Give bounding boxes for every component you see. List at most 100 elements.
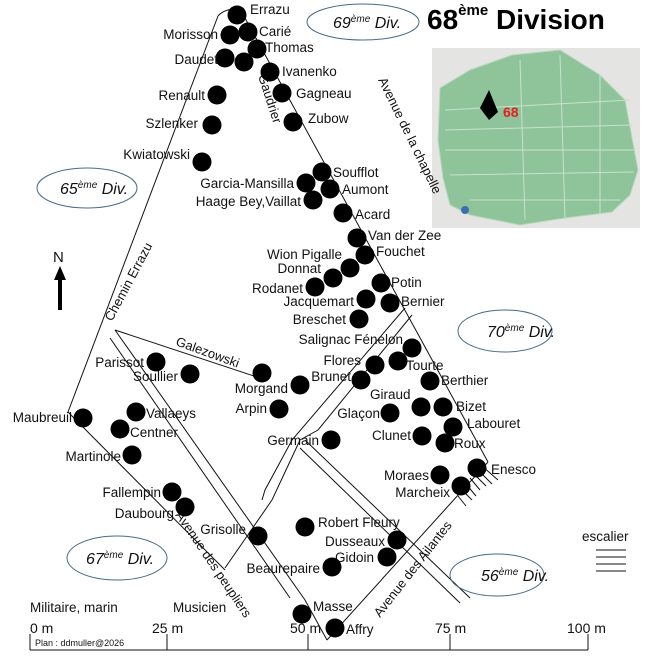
grave-marker-jacquemart[interactable] bbox=[356, 289, 376, 309]
grave-marker-thomas[interactable] bbox=[247, 39, 267, 59]
grave-marker-rodanet[interactable] bbox=[305, 277, 325, 297]
grave-marker-robertfleury[interactable] bbox=[295, 517, 315, 537]
grave-marker-donnat[interactable] bbox=[323, 268, 343, 288]
grave-label-ivanenko: Ivanenko bbox=[282, 64, 337, 79]
grave-label-potin: Potin bbox=[391, 275, 422, 290]
stairs-hatch bbox=[457, 465, 499, 507]
north-arrow-icon: N bbox=[53, 249, 66, 310]
grave-marker-zubow[interactable] bbox=[283, 112, 303, 132]
grave-label-donnat: Donnat bbox=[277, 261, 321, 276]
grave-marker-aumont[interactable] bbox=[320, 179, 340, 199]
avenue-peupliers-line-2 bbox=[109, 337, 291, 599]
grave-label-germain: Germain bbox=[267, 433, 319, 448]
grave-marker-moraes[interactable] bbox=[430, 465, 450, 485]
inset-location-map: 68 bbox=[432, 48, 640, 228]
grave-label-beaurepaire: Beaurepaire bbox=[246, 561, 320, 576]
grave-marker-carie[interactable] bbox=[238, 22, 258, 42]
grave-marker-enesco[interactable] bbox=[467, 458, 487, 478]
grave-marker-morgand[interactable] bbox=[290, 375, 310, 395]
grave-label-dusseaux: Dusseaux bbox=[325, 534, 385, 549]
scale-bar: 0 m 25 m 50 m 75 m 100 m Plan : ddmuller… bbox=[29, 620, 606, 651]
grave-marker-renault[interactable] bbox=[207, 85, 227, 105]
grave-marker-centner[interactable] bbox=[110, 419, 130, 439]
grave-marker-fouchet[interactable] bbox=[355, 245, 375, 265]
grave-label-glacon: Glaçon bbox=[337, 406, 380, 421]
scale-tick-100: 100 m bbox=[567, 620, 606, 636]
grave-marker-martinole[interactable] bbox=[122, 445, 142, 465]
grave-marker-maubreuil[interactable] bbox=[73, 408, 93, 428]
grave-marker-marcheix[interactable] bbox=[451, 476, 471, 496]
stairs-legend-icon bbox=[596, 549, 626, 572]
grave-marker-gidoin[interactable] bbox=[377, 547, 397, 567]
grave-marker-potin[interactable] bbox=[371, 273, 391, 293]
legend-musician: Musicien bbox=[173, 600, 226, 615]
grave-marker-acard[interactable] bbox=[333, 203, 353, 223]
grave-label-soufflot: Soufflot bbox=[333, 165, 379, 180]
grave-marker-flores[interactable] bbox=[365, 355, 385, 375]
grave-label-jacquemart: Jacquemart bbox=[283, 294, 354, 309]
grave-marker-daudet2[interactable] bbox=[234, 52, 254, 72]
grave-marker-labouret[interactable] bbox=[443, 417, 463, 437]
grave-marker-morisson[interactable] bbox=[220, 25, 240, 45]
grave-label-zubow: Zubow bbox=[308, 111, 349, 126]
grave-marker-vanderzee[interactable] bbox=[347, 228, 367, 248]
grave-marker-breschet[interactable] bbox=[349, 309, 369, 329]
division-56: 56ème Div. bbox=[449, 553, 549, 597]
grave-marker-berthier[interactable] bbox=[420, 371, 440, 391]
grave-marker-tourte[interactable] bbox=[388, 351, 408, 371]
grave-marker-grisolle[interactable] bbox=[248, 526, 268, 546]
grave-marker-ivanenko[interactable] bbox=[260, 62, 280, 82]
grave-marker-giraud[interactable] bbox=[411, 397, 431, 417]
scale-tick-75: 75 m bbox=[435, 620, 466, 636]
grave-marker-galezowski[interactable] bbox=[252, 363, 272, 383]
grave-marker-clunet[interactable] bbox=[412, 426, 432, 446]
grave-marker-dusseaux[interactable] bbox=[387, 530, 407, 550]
grave-marker-fallempin[interactable] bbox=[162, 482, 182, 502]
grave-marker-parissot[interactable] bbox=[146, 352, 166, 372]
grave-marker-brunet[interactable] bbox=[351, 370, 371, 390]
grave-marker-daubourg[interactable] bbox=[175, 497, 195, 517]
grave-label-martinole: Martinole bbox=[65, 449, 121, 464]
grave-marker-glacon[interactable] bbox=[380, 403, 400, 423]
inset-division-label: 68 bbox=[503, 104, 519, 120]
grave-marker-bernier[interactable] bbox=[380, 293, 400, 313]
grave-label-bernier: Bernier bbox=[401, 294, 445, 309]
grave-marker-daudet[interactable] bbox=[215, 48, 235, 68]
grave-label-enesco: Enesco bbox=[491, 462, 536, 477]
legend-military: Militaire, marin bbox=[30, 600, 118, 615]
grave-label-moraes: Moraes bbox=[384, 468, 429, 483]
grave-marker-garcia[interactable] bbox=[296, 173, 316, 193]
svg-text:67ème Div.: 67ème Div. bbox=[86, 550, 154, 568]
grave-label-gagneau: Gagneau bbox=[296, 86, 352, 101]
grave-marker-arpin[interactable] bbox=[269, 399, 289, 419]
grave-marker-affry[interactable] bbox=[325, 618, 345, 638]
grave-marker-vallaeys[interactable] bbox=[126, 402, 146, 422]
svg-text:56ème Div.: 56ème Div. bbox=[481, 567, 549, 585]
grave-marker-szlenker[interactable] bbox=[202, 115, 222, 135]
grave-marker-bizet[interactable] bbox=[433, 397, 453, 417]
grave-label-marcheix: Marcheix bbox=[395, 485, 450, 500]
inset-paths bbox=[444, 54, 635, 221]
grave-label-salignac: Salignac Fénelon bbox=[299, 332, 403, 347]
grave-marker-haage[interactable] bbox=[303, 190, 323, 210]
grave-marker-germain[interactable] bbox=[321, 430, 341, 450]
grave-label-parissot: Parissot bbox=[95, 355, 144, 370]
division-70: 70ème Div. bbox=[457, 309, 555, 353]
grave-marker-roux[interactable] bbox=[435, 433, 455, 453]
grave-label-breschet: Breschet bbox=[293, 312, 347, 327]
grave-marker-gagneau[interactable] bbox=[272, 83, 292, 103]
grave-marker-soullier[interactable] bbox=[180, 364, 200, 384]
grave-marker-kwiatowski[interactable] bbox=[192, 152, 212, 172]
scale-tick-25: 25 m bbox=[152, 620, 183, 636]
grave-label-robertfleury: Robert Fleury bbox=[318, 515, 400, 530]
grave-label-masse: Masse bbox=[313, 599, 353, 614]
grave-marker-errazu[interactable] bbox=[227, 5, 247, 25]
grave-marker-masse[interactable] bbox=[292, 604, 312, 624]
grave-marker-salignac[interactable] bbox=[402, 338, 422, 358]
grave-label-arpin: Arpin bbox=[235, 401, 267, 416]
grave-marker-wion[interactable] bbox=[340, 258, 360, 278]
grave-marker-soufflot[interactable] bbox=[312, 162, 332, 182]
north-label: N bbox=[53, 249, 64, 266]
grave-marker-beaurepaire[interactable] bbox=[322, 557, 342, 577]
